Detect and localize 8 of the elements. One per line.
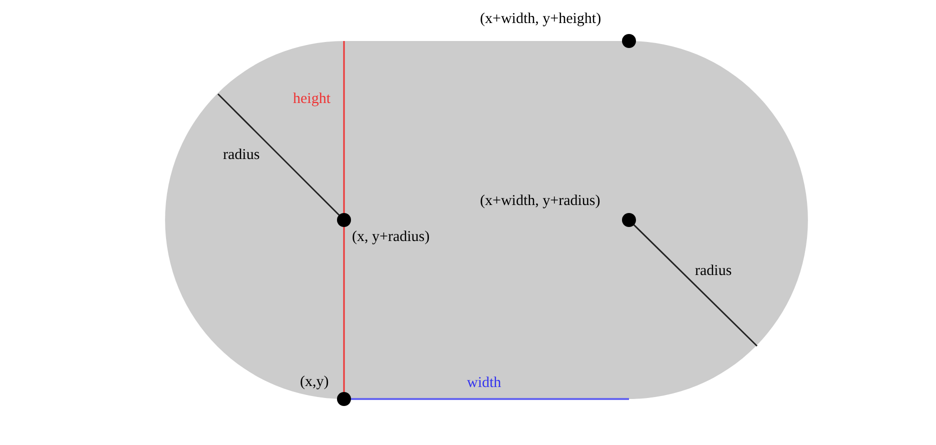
dimension-label: width [467,374,502,392]
coordinate-label: (x,y) [300,373,329,391]
coordinate-label: (x+width, y+height) [480,10,602,28]
coordinate-label: (x, y+radius) [352,228,430,246]
coordinate-label: (x+width, y+radius) [480,192,600,210]
dimension-label: height [293,90,330,108]
dimension-label: radius [695,262,732,280]
dimension-label: radius [223,146,260,164]
